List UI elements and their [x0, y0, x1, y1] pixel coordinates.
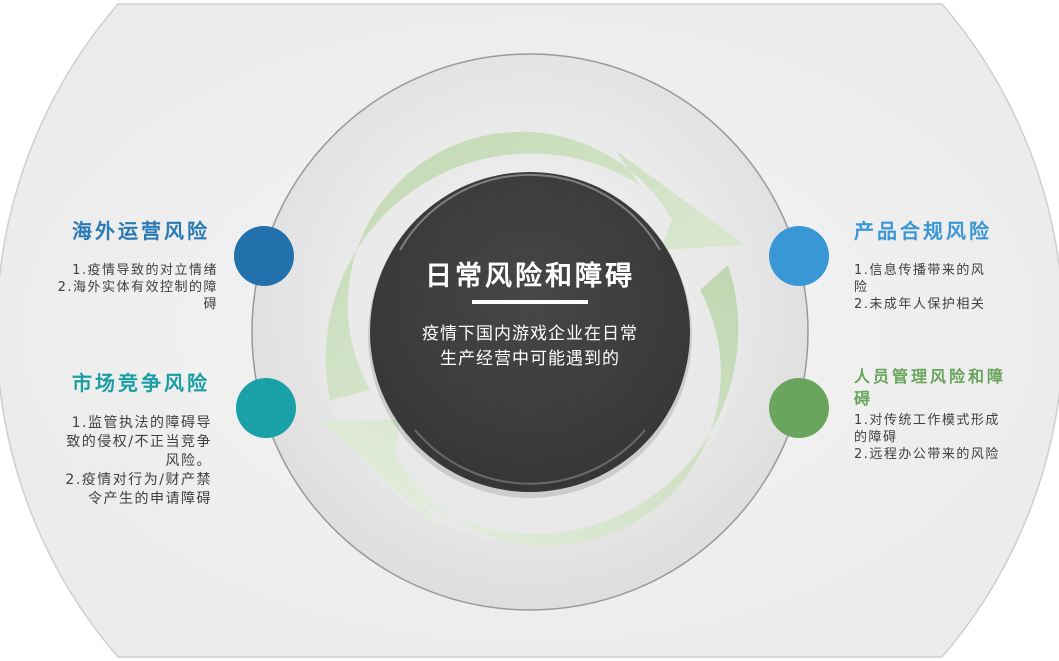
product-line: 1.信息传播带来的风	[854, 263, 986, 278]
market-description: 1.监管执法的障碍导 致的侵权/不正当竞争 风险。 2.疫情对行为/财产禁 令产…	[20, 414, 212, 509]
market-dot	[236, 378, 296, 438]
overseas-line: 碍	[203, 297, 218, 312]
market-title: 市场竞争风险	[72, 371, 210, 395]
overseas-dot	[234, 226, 294, 286]
personnel-title-line: 碍	[854, 389, 874, 408]
center-disc	[370, 172, 690, 492]
personnel-description: 1.对传统工作模式形成 的障碍 2.远程办公带来的风险	[854, 412, 1039, 463]
center-description-line: 疫情下国内游戏企业在日常	[422, 324, 638, 344]
product-line: 2.未成年人保护相关	[854, 297, 986, 312]
market-line: 风险。	[165, 453, 212, 469]
personnel-line: 的障碍	[854, 430, 898, 445]
center-description-line: 生产经营中可能遇到的	[440, 349, 620, 369]
personnel-dot	[769, 378, 829, 438]
personnel-title-line: 人员管理风险和障	[854, 367, 1007, 386]
product-description: 1.信息传播带来的风 险 2.未成年人保护相关	[854, 262, 1034, 313]
product-line: 险	[854, 280, 869, 295]
center-title: 日常风险和障碍	[425, 261, 635, 292]
overseas-description: 1.疫情导致的对立情绪 2.海外实体有效控制的障 碍	[20, 262, 218, 313]
overseas-line: 2.海外实体有效控制的障	[57, 280, 218, 295]
overseas-line: 1.疫情导致的对立情绪	[72, 263, 218, 278]
center-divider	[472, 300, 588, 304]
personnel-line: 1.对传统工作模式形成	[854, 413, 1000, 428]
personnel-title: 人员管理风险和障 碍	[854, 366, 1039, 410]
personnel-line: 2.远程办公带来的风险	[854, 447, 1000, 462]
market-line: 2.疫情对行为/财产禁	[65, 472, 212, 488]
market-line: 1.监管执法的障碍导	[71, 415, 212, 431]
market-line: 致的侵权/不正当竞争	[66, 434, 212, 450]
center-disc-rim	[414, 429, 646, 485]
product-title: 产品合规风险	[854, 219, 992, 243]
center-disc-highlight	[399, 173, 661, 251]
overseas-title: 海外运营风险	[72, 219, 210, 243]
center-description: 疫情下国内游戏企业在日常 生产经营中可能遇到的	[392, 322, 668, 372]
product-dot	[769, 226, 829, 286]
market-line: 令产生的申请障碍	[88, 491, 212, 507]
